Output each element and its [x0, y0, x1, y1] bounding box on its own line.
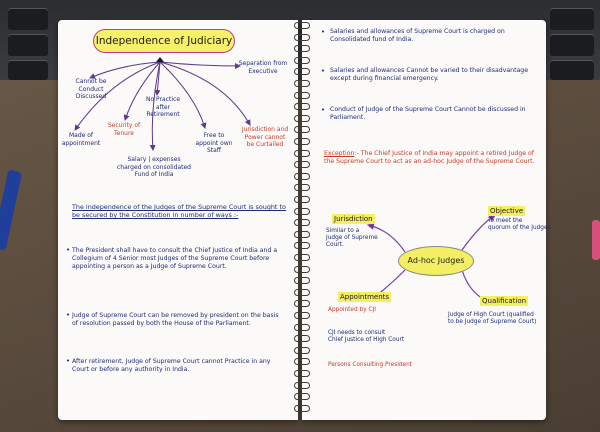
spiral-ring: [294, 288, 310, 296]
pink-marker: [592, 220, 600, 260]
spiral-ring: [294, 254, 310, 261]
right-point-1: Salaries and allowances of Supreme Court…: [330, 28, 505, 43]
objective-label: Objective: [488, 206, 526, 216]
spiral-ring: [294, 312, 310, 319]
spiral-ring: [294, 80, 310, 87]
appointments-line-3: Persons Consulting President: [328, 362, 413, 368]
bullet-dot: •: [66, 357, 71, 365]
qualification-text: Judge of High Court (qualified to be Jud…: [448, 312, 537, 326]
bullet-dot: •: [66, 246, 71, 254]
spiral-ring: [294, 22, 310, 29]
left-point-3: After retirement, Judge of Supreme Court…: [72, 358, 271, 373]
spiral-ring: [294, 265, 310, 273]
adhoc-center: Ad-hoc Judges: [398, 246, 474, 276]
branch-jurisdiction-power: Jurisdiction and Power cannot be Curtail…: [241, 126, 289, 148]
spiral-ring: [294, 219, 310, 227]
spiral-ring: [294, 91, 310, 99]
page-title: Independence of Judiciary: [93, 29, 235, 53]
appointments-line-1: Appointed by CJI: [328, 307, 376, 313]
jurisdiction-text: Similar to a Judge of Supreme Court.: [326, 228, 378, 249]
right-point-2: Salaries and allowances Cannot be varied…: [330, 67, 529, 82]
spiral-ring: [294, 149, 310, 157]
exception-note: Exception:- The Chief Justice of India m…: [324, 150, 542, 166]
spiral-ring: [294, 56, 310, 64]
spiral-ring: [294, 242, 310, 250]
branch-security-of-tenure: Security of Tenure: [107, 122, 141, 137]
spiral-binding: [292, 22, 310, 418]
spiral-ring: [294, 300, 310, 308]
appointments-line-2: CJI needs to consult Chief Justice of Hi…: [328, 330, 405, 344]
exception-text: :- The Chief Justice of India may appoin…: [324, 150, 535, 165]
left-point-1: The President shall have to consult the …: [72, 247, 278, 270]
branch-no-practice: No Practice after Retirement: [145, 96, 181, 118]
spiral-ring: [294, 323, 310, 331]
bullet-dot: •: [66, 311, 71, 319]
branch-salary: Salary | expenses charged on consolidate…: [117, 156, 191, 178]
spiral-ring: [294, 126, 310, 134]
objective-text: To meet the quorum of the Judges: [488, 218, 551, 232]
spiral-ring: [294, 68, 310, 76]
appointments-label: Appointments: [338, 292, 392, 302]
spiral-ring: [294, 33, 310, 41]
bullet-dot: •: [321, 67, 326, 75]
branch-made-of-appointment: Made of appointment: [61, 132, 101, 147]
spiral-ring: [294, 45, 310, 53]
spiral-ring: [294, 381, 310, 389]
spiral-ring: [294, 114, 310, 122]
spiral-ring: [294, 404, 310, 412]
qualification-label: Qualification: [480, 296, 529, 306]
spiral-ring: [294, 230, 310, 238]
spiral-ring: [294, 370, 310, 377]
spiral-ring: [294, 277, 310, 285]
bullet-dot: •: [321, 106, 326, 114]
spiral-ring: [294, 196, 310, 203]
spiral-ring: [294, 184, 310, 192]
branch-cannot-be-conduct: Cannot be Conduct Discussed: [75, 78, 107, 100]
spiral-ring: [294, 138, 310, 145]
branch-free-to-appoint: Free to appoint own Staff: [195, 132, 233, 154]
right-point-3: Conduct of Judge of the Supreme Court Ca…: [330, 106, 526, 121]
spiral-ring: [294, 335, 310, 343]
bullet-dot: •: [321, 28, 326, 36]
spiral-ring: [294, 358, 310, 366]
spiral-ring: [294, 346, 310, 354]
jurisdiction-label: Jurisdiction: [332, 214, 375, 224]
intro-text: The independence of the Judges of the Su…: [72, 203, 286, 219]
spiral-ring: [294, 172, 310, 180]
branch-separation: Separation from Executive: [238, 60, 288, 75]
spiral-ring: [294, 103, 310, 111]
left-point-2: Judge of Supreme Court can be removed by…: [72, 312, 279, 327]
notebook-left-page: [58, 20, 298, 420]
spiral-ring: [294, 161, 310, 169]
spiral-ring: [294, 393, 310, 401]
spiral-ring: [294, 207, 310, 215]
exception-label: Exception: [324, 150, 355, 157]
